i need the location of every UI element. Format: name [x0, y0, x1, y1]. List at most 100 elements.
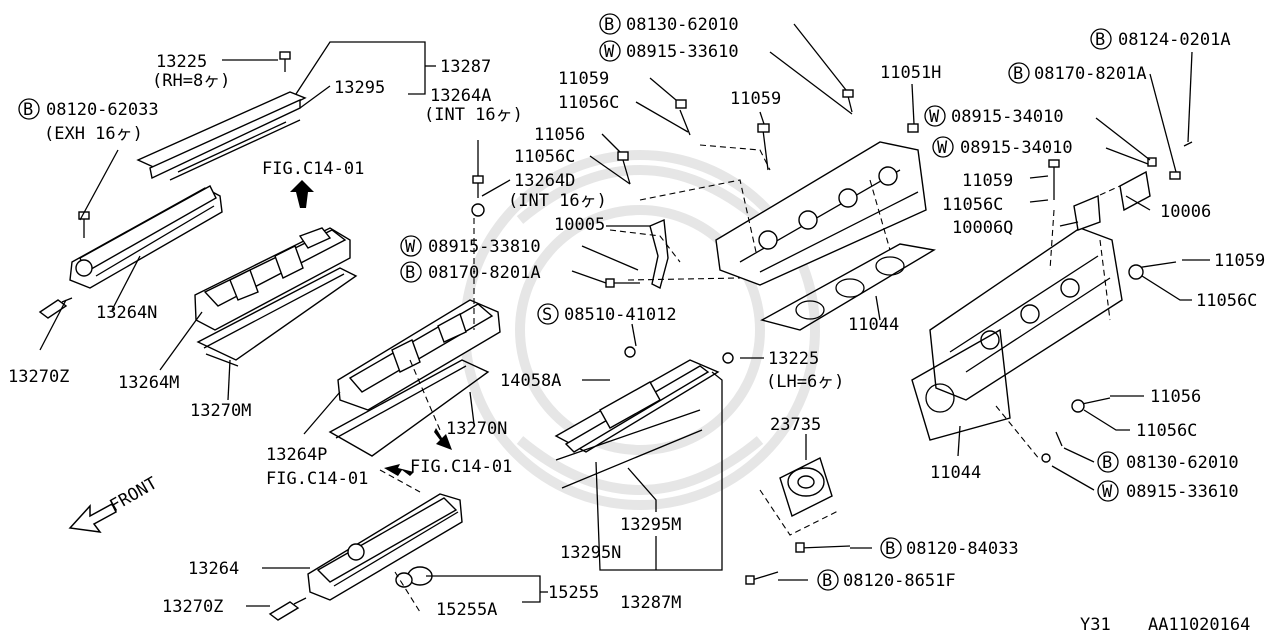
part-label: 13295 [334, 78, 385, 98]
part-label: 13287M [620, 593, 681, 613]
part-label: 13264D [514, 171, 575, 191]
part-label: 10006Q [952, 218, 1013, 238]
front-indicator: FRONT [107, 473, 161, 516]
gasket-rh [196, 267, 358, 367]
bracket-10005 [605, 218, 669, 290]
part-label: 11056C [558, 93, 619, 113]
part-label: 11044 [848, 315, 899, 335]
prefix-letter: W [1102, 482, 1113, 502]
part-label: 15255A [436, 600, 497, 620]
prefix-letters: B W B S B B B W B W B B W W [23, 15, 1113, 591]
part-label: 08915-33610 [1126, 482, 1239, 502]
part-label: 11044 [930, 463, 981, 483]
part-label: 13287 [440, 57, 491, 77]
part-label: 13270Z [8, 367, 69, 387]
part-label: 08510-41012 [564, 305, 677, 325]
part-label: 13264M [118, 373, 179, 393]
part-label: 08170-8201A [428, 263, 541, 283]
part-label: 10006 [1160, 202, 1211, 222]
part-label: 13270Z [162, 597, 223, 617]
part-label: 13295M [620, 515, 681, 535]
bolts-lh [268, 175, 485, 621]
prefix-letter: B [885, 539, 895, 559]
part-label: 11056 [1150, 387, 1201, 407]
part-label: 08915-33610 [626, 42, 739, 62]
part-label: 11059 [962, 171, 1013, 191]
head-gasket-lh [911, 328, 1011, 441]
fig-reference: FIG.C14-01 [262, 159, 364, 179]
part-label: 11059 [558, 69, 609, 89]
watermark-emblem [460, 150, 820, 510]
part-label: 13270N [446, 419, 507, 439]
part-note: (EXH 16ヶ) [44, 124, 143, 144]
part-label: 08120-84033 [906, 539, 1019, 559]
part-label: 11056C [1136, 421, 1197, 441]
part-label: 08130-62010 [1126, 453, 1239, 473]
part-label: 08130-62010 [626, 15, 739, 35]
rocker-cover-int-rh [194, 227, 351, 331]
part-label: 14058A [500, 371, 561, 391]
bolts-rh [38, 51, 291, 319]
prefix-circles [18, 13, 1119, 591]
part-label: 11056C [942, 195, 1003, 215]
prefix-letter: B [822, 571, 832, 591]
prefix-letter: B [405, 263, 415, 283]
cylinder-head-lh [929, 227, 1123, 401]
part-label: 13225 [768, 349, 819, 369]
prefix-letter: B [1102, 453, 1112, 473]
part-label: 11056C [514, 147, 575, 167]
part-label: 08120-62033 [46, 100, 159, 120]
part-label: 13264 [188, 559, 239, 579]
water-outlet-10006 [1073, 170, 1151, 231]
camshaft-sensor-23735 [745, 457, 851, 585]
prefix-letter: S [542, 305, 552, 325]
part-label: 11056C [1196, 291, 1257, 311]
part-note: (LH=6ヶ) [766, 372, 844, 392]
head-gasket-rh [760, 243, 936, 331]
bolts-right [907, 123, 1193, 463]
diagram-code: AA11020164 [1148, 615, 1250, 635]
prefix-letter: W [929, 107, 940, 127]
prefix-letter: W [937, 138, 948, 158]
prefix-letter: W [604, 42, 615, 62]
fig-reference: FIG.C14-01 [266, 469, 368, 489]
part-label: 15255 [548, 583, 599, 603]
part-label: 23735 [770, 415, 821, 435]
part-label: 11056 [534, 125, 585, 145]
oil-filler-cap [395, 566, 433, 588]
part-label: 08120-8651F [843, 571, 956, 591]
baffle-plate-lh [554, 346, 734, 489]
gasket-lh [328, 359, 490, 457]
prefix-letter: B [23, 100, 33, 120]
part-label: 10005 [554, 215, 605, 235]
part-note: (INT 16ヶ) [424, 105, 523, 125]
part-label: 08915-34010 [951, 107, 1064, 127]
part-label: 08170-8201A [1034, 64, 1147, 84]
rocker-cover-int-lh [337, 299, 501, 411]
arrows [68, 180, 452, 533]
model-code: Y31 [1080, 615, 1111, 635]
part-label: 13264P [266, 445, 327, 465]
part-label: 13295N [560, 543, 621, 563]
part-label: 08915-33810 [428, 237, 541, 257]
part-note: (RH=8ヶ) [152, 71, 230, 91]
part-label: 13225 [156, 52, 207, 72]
part-label: 13264A [430, 86, 491, 106]
prefix-letter: W [405, 237, 416, 257]
part-label: 11059 [730, 89, 781, 109]
footer: Y31 AA11020164 [1080, 615, 1250, 635]
leader-lines [39, 23, 1210, 607]
part-label: 13270M [190, 401, 251, 421]
assembly-lines [379, 144, 1121, 613]
part-note: (INT 16ヶ) [508, 191, 607, 211]
part-label: 11051H [880, 63, 941, 83]
part-label: 11059 [1214, 251, 1265, 271]
baffle-plate-rh [136, 91, 307, 181]
cylinder-head-rh [715, 141, 927, 286]
prefix-letter: B [1013, 64, 1023, 84]
part-label: 08124-0201A [1118, 30, 1231, 50]
part-label: 08915-34010 [960, 138, 1073, 158]
prefix-letter: B [604, 15, 614, 35]
